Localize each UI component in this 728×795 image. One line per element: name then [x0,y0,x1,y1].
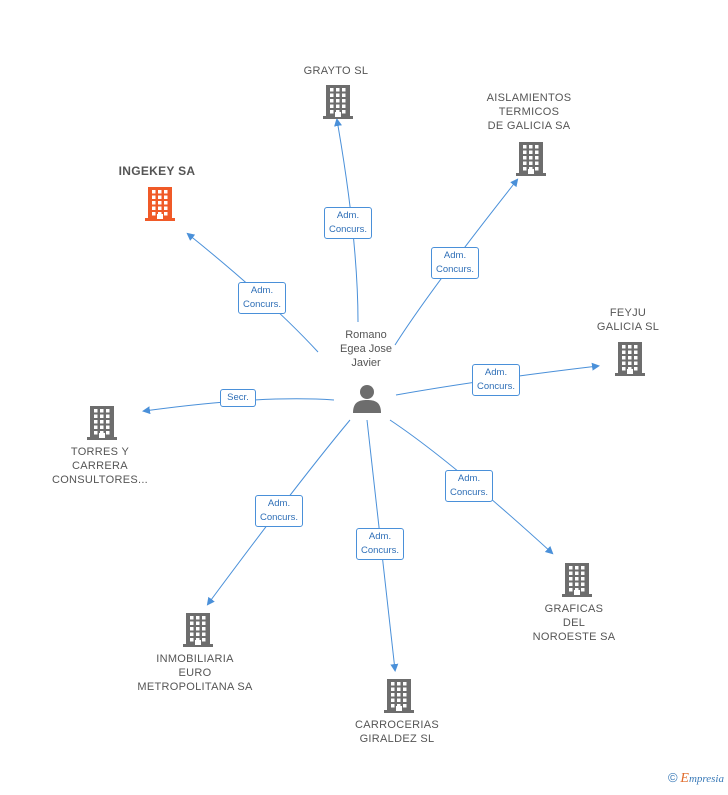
edge-label-torres[interactable]: Secr. [220,389,256,407]
company-label-line: TORRES Y [70,446,130,458]
edge-label-line: Adm. [443,250,467,261]
company-label-line: FEYJU [609,307,647,319]
edge-label-feyju[interactable]: Adm. Concurs. [472,364,520,396]
company-label-line: NOROESTE SA [532,631,616,643]
edge-label-inmobiliaria[interactable]: Adm. Concurs. [255,495,303,527]
building-icon[interactable] [562,563,592,597]
company-label-inmobiliaria[interactable]: INMOBILIARIA EURO METROPOLITANA SA [130,652,260,694]
company-label-line: CARROCERIAS [355,719,439,731]
edge-label-line: Concurs. [477,381,516,392]
edge-label-grayto[interactable]: Adm. Concurs. [324,207,372,239]
person-icon[interactable] [352,383,382,418]
copyright-symbol: © [668,770,678,785]
building-icon[interactable] [183,613,213,647]
company-label-line: TERMICOS [498,106,560,118]
company-label-line: EURO [178,667,212,679]
company-label-line: DE GALICIA SA [487,120,571,132]
company-label-aislamientos[interactable]: AISLAMIENTOS TERMICOS DE GALICIA SA [464,91,594,133]
edge-label-aislamientos[interactable]: Adm. Concurs. [431,247,479,279]
building-icon[interactable] [87,406,117,440]
edge-label-line: Concurs. [243,299,282,310]
company-label-line: AISLAMIENTOS [486,92,572,104]
building-icon[interactable] [384,679,414,713]
edge-label-line: Adm. [250,285,274,296]
company-label-ingekey[interactable]: INGEKEY SA [92,164,222,178]
company-label-carrocerias[interactable]: CARROCERIAS GIRALDEZ SL [332,718,462,746]
center-name-line: Romano [345,329,387,341]
company-label-line: INGEKEY SA [118,164,196,178]
company-label-torres[interactable]: TORRES Y CARRERA CONSULTORES... [35,445,165,487]
edge-label-line: Adm. [368,531,392,542]
edge-label-graficas[interactable]: Adm. Concurs. [445,470,493,502]
building-icon[interactable] [516,142,546,176]
edge-label-line: Adm. [336,210,360,221]
center-name-line: Javier [351,357,381,369]
edge-label-line: Concurs. [436,264,475,275]
company-label-line: CARRERA [72,460,128,472]
edge-label-line: Adm. [457,473,481,484]
company-label-line: GRAFICAS [544,603,604,615]
edge-label-line: Concurs. [450,487,489,498]
company-label-line: CONSULTORES... [51,474,149,486]
edge-label-line: Concurs. [361,545,400,556]
edge-label-carrocerias[interactable]: Adm. Concurs. [356,528,404,560]
building-icon[interactable] [145,187,175,221]
building-icon[interactable] [323,85,353,119]
center-person-name[interactable]: Romano Egea Jose Javier [318,328,414,370]
building-icon[interactable] [615,342,645,376]
edge-label-line: Concurs. [260,512,299,523]
company-label-grayto[interactable]: GRAYTO SL [271,64,401,78]
brand-logo-letter: E [680,771,689,786]
company-label-line: METROPOLITANA SA [137,681,253,693]
company-label-line: GIRALDEZ SL [359,733,435,745]
company-label-graficas[interactable]: GRAFICAS DEL NOROESTE SA [509,602,639,644]
center-name-line: Egea Jose [340,343,392,355]
company-label-line: GRAYTO SL [303,65,369,77]
company-label-line: GALICIA SL [596,321,660,333]
edge-label-line: Adm. [267,498,291,509]
edge-label-ingekey[interactable]: Adm. Concurs. [238,282,286,314]
company-label-line: DEL [562,617,586,629]
edge-label-line: Secr. [227,392,249,403]
brand-name: mpresia [688,773,724,785]
company-label-line: INMOBILIARIA [156,653,234,665]
edge-label-line: Adm. [484,367,508,378]
company-label-feyju[interactable]: FEYJU GALICIA SL [563,306,693,334]
edge-label-line: Concurs. [329,224,368,235]
footer-brand[interactable]: © Empresia [668,770,724,787]
